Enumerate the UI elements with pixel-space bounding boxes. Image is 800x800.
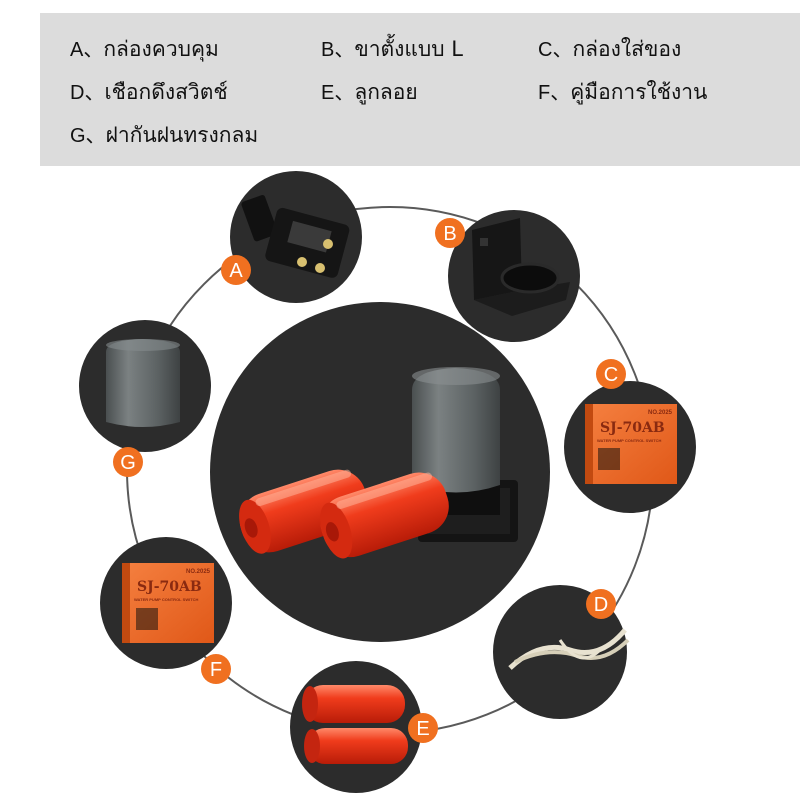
badge-d: D xyxy=(586,589,616,619)
main-cap xyxy=(412,368,500,493)
legend-item-a: A、กล่องควบคุม xyxy=(70,37,219,61)
box-f-number: NO.2025 xyxy=(186,569,211,575)
svg-text:F: F xyxy=(210,659,222,681)
badge-e: E xyxy=(408,713,438,743)
legend-item-e: E、ลูกลอย xyxy=(321,80,418,104)
svg-text:D: D xyxy=(594,594,608,616)
badge-b: B xyxy=(435,218,465,248)
legend-item-d: D、เชือกดึงสวิตช์ xyxy=(70,80,228,104)
svg-text:E: E xyxy=(416,718,429,740)
badge-c: C xyxy=(596,359,626,389)
item-d-pull-rope xyxy=(493,585,630,719)
box-f xyxy=(122,563,214,643)
legend-item-g: G、ฝากันฝนทรงกลม xyxy=(70,123,259,147)
legend-item-b: B、ขาตั้งแบบ L xyxy=(321,37,463,61)
box-c-model: SJ-70AB xyxy=(600,420,665,436)
box-c-subtitle: WATER PUMP CONTROL SWITCH xyxy=(597,438,662,443)
box-f-subtitle: WATER PUMP CONTROL SWITCH xyxy=(134,597,199,602)
svg-text:A: A xyxy=(229,260,243,282)
box-c xyxy=(585,404,677,484)
badge-g: G xyxy=(113,447,143,477)
legend-item-f: F、คู่มือการใช้งาน xyxy=(538,80,708,104)
svg-text:C: C xyxy=(604,364,618,386)
item-c-product-box: NO.2025 SJ-70AB WATER PUMP CONTROL SWITC… xyxy=(564,381,696,513)
main-float-2 xyxy=(320,472,449,559)
badge-a: A xyxy=(221,255,251,285)
item-e-floats xyxy=(290,661,422,793)
legend-item-c: C、กล่องใส่ของ xyxy=(538,37,682,61)
item-b-l-bracket xyxy=(448,210,580,342)
badge-f: F xyxy=(201,654,231,684)
item-f-manual: NO.2025 SJ-70AB WATER PUMP CONTROL SWITC… xyxy=(100,537,232,669)
box-f-model: SJ-70AB xyxy=(137,579,202,595)
item-a-control-box xyxy=(230,171,362,303)
box-c-number: NO.2025 xyxy=(648,410,673,416)
svg-text:G: G xyxy=(120,452,136,474)
main-product xyxy=(210,302,550,642)
legend-panel: A、กล่องควบคุม B、ขาตั้งแบบ L C、กล่องใส่ขอ… xyxy=(40,13,800,166)
item-g-rain-cover xyxy=(79,320,211,452)
svg-text:B: B xyxy=(443,223,456,245)
